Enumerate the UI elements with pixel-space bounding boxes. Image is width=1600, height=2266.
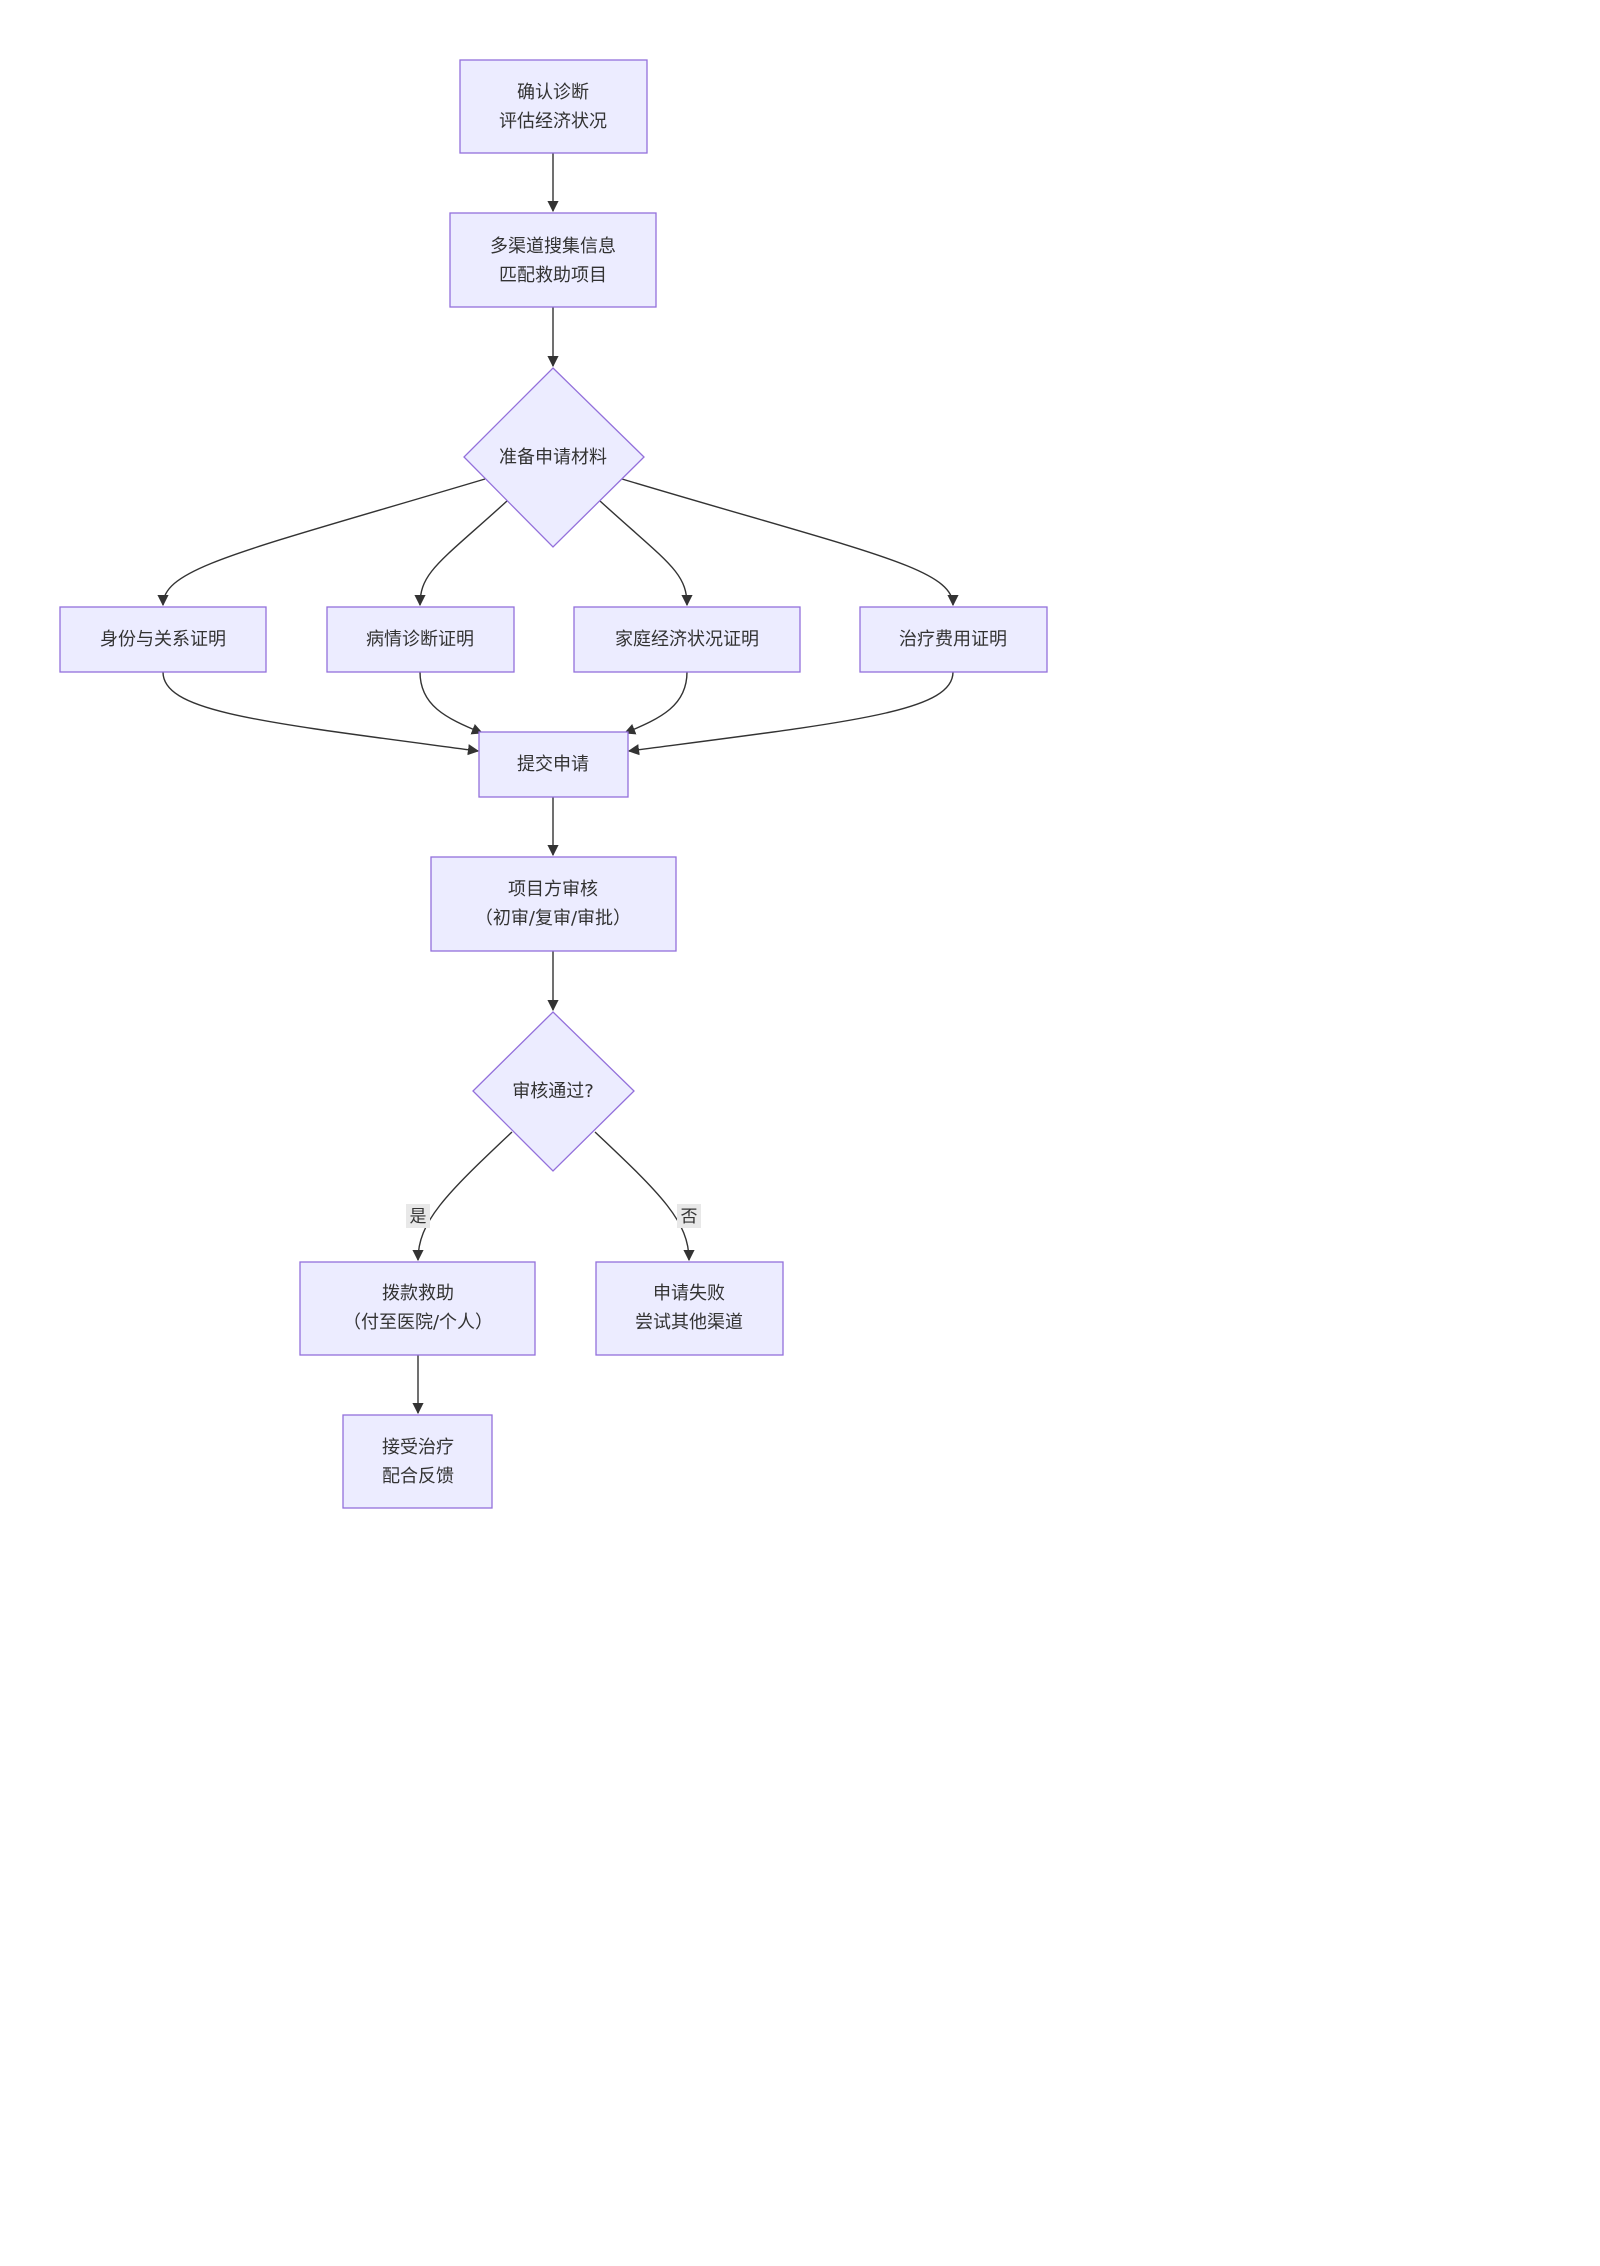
node-prepare-materials-diamond <box>463 367 645 548</box>
edge-approved-to-failed <box>594 1131 695 1262</box>
edge-label-no: 否 <box>677 1204 701 1228</box>
node-confirm-diagnosis-box <box>459 59 648 154</box>
node-search-info-line1: 多渠道搜集信息 <box>490 236 616 257</box>
node-project-review-line1: 项目方审核 <box>508 879 598 900</box>
node-funding-box <box>299 1261 536 1356</box>
edge-label-yes-text: 是 <box>410 1207 427 1227</box>
node-submit-application-label: 提交申请 <box>517 754 589 775</box>
node-receive-treatment-box <box>342 1414 493 1509</box>
node-review-passed-label: 审核通过? <box>512 1081 594 1102</box>
node-identity-proof-label: 身份与关系证明 <box>100 629 226 650</box>
node-cost-proof-label: 治疗费用证明 <box>899 629 1007 650</box>
node-receive-treatment-line1: 接受治疗 <box>382 1437 454 1458</box>
node-diagnosis-proof-label: 病情诊断证明 <box>366 629 474 650</box>
node-identity-proof-box <box>59 606 267 673</box>
node-finance-proof-label: 家庭经济状况证明 <box>615 629 759 650</box>
node-finance-proof: 家庭经济状况证明 <box>573 606 801 673</box>
node-cost-proof: 治疗费用证明 <box>859 606 1048 673</box>
node-search-info: 多渠道搜集信息 匹配救助项目 <box>449 212 657 308</box>
node-confirm-diagnosis-line2: 评估经济状况 <box>499 111 607 132</box>
node-diagnosis-proof-box <box>326 606 515 673</box>
edge-identity-to-submit <box>162 671 480 756</box>
node-prepare-materials: 准备申请材料 <box>463 367 645 548</box>
node-funding-line1: 拨款救助 <box>382 1283 454 1304</box>
node-diagnosis-proof: 病情诊断证明 <box>326 606 515 673</box>
node-search-info-box <box>449 212 657 308</box>
edge-prepare-to-identity <box>157 478 486 607</box>
edge-prepare-to-cost <box>621 478 959 607</box>
edge-diagnosis-to-submit <box>419 671 484 735</box>
node-funding-line2: （付至医院/个人） <box>343 1312 493 1333</box>
node-application-failed: 申请失败 尝试其他渠道 <box>595 1261 784 1356</box>
node-application-failed-box <box>595 1261 784 1356</box>
edge-prepare-to-finance <box>599 500 693 607</box>
node-review-passed: 审核通过? <box>472 1011 635 1172</box>
node-submit-application-box <box>478 731 629 798</box>
edge-label-no-text: 否 <box>681 1207 698 1227</box>
node-search-info-line2: 匹配救助项目 <box>499 265 607 286</box>
edge-label-yes: 是 <box>406 1204 430 1228</box>
node-application-failed-line1: 申请失败 <box>653 1283 725 1304</box>
edge-finance-to-submit <box>623 671 688 735</box>
edge-label-no-bg <box>677 1204 701 1228</box>
node-receive-treatment: 接受治疗 配合反馈 <box>342 1414 493 1509</box>
edge-prepare-to-diagnosis <box>414 500 508 607</box>
node-project-review: 项目方审核 （初审/复审/审批） <box>430 856 677 952</box>
node-submit-application: 提交申请 <box>478 731 629 798</box>
edges <box>157 153 959 1415</box>
node-prepare-materials-label: 准备申请材料 <box>499 447 607 468</box>
node-funding: 拨款救助 （付至医院/个人） <box>299 1261 536 1356</box>
node-project-review-line2: （初审/复审/审批） <box>475 908 631 929</box>
node-receive-treatment-line2: 配合反馈 <box>382 1466 454 1487</box>
edge-label-yes-bg <box>406 1204 430 1228</box>
node-project-review-box <box>430 856 677 952</box>
node-review-passed-diamond <box>472 1011 635 1172</box>
node-confirm-diagnosis: 确认诊断 评估经济状况 <box>459 59 648 154</box>
edge-cost-to-submit <box>627 671 954 756</box>
edge-approved-to-funding <box>412 1131 513 1262</box>
node-finance-proof-box <box>573 606 801 673</box>
node-confirm-diagnosis-line1: 确认诊断 <box>517 82 589 103</box>
flowchart: 是 否 确认诊断 评估经济状况 多渠道搜集信息 匹配救助项目 准备申请材料 身份… <box>59 59 1048 1509</box>
node-cost-proof-box <box>859 606 1048 673</box>
node-application-failed-line2: 尝试其他渠道 <box>635 1312 743 1333</box>
node-identity-proof: 身份与关系证明 <box>59 606 267 673</box>
